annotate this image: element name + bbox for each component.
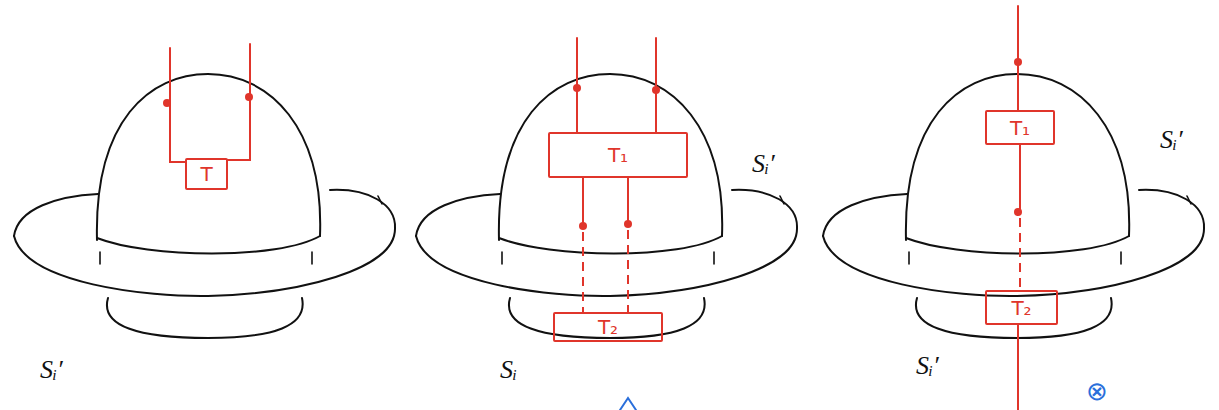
sketch-stroke [14,228,395,296]
sketch-stroke [1017,325,1019,410]
tangle-strand [627,178,629,312]
tangle-label: T [200,163,212,185]
sketch-stroke [170,48,186,162]
surface-label: Sᵢ′ [40,356,63,385]
intersection-dot [1014,58,1022,66]
tangle-strand [582,178,584,312]
sketch-stroke [823,194,907,236]
tangle-box: T₂ [985,290,1058,325]
sketch-stroke [502,196,784,264]
sketch-stroke [416,228,797,296]
sketch-stroke [97,236,320,254]
tangle-label: T₁ [1010,117,1030,139]
tangle-box: T [185,158,228,190]
sketch-stroke [823,228,1204,296]
tangle-box: T₁ [548,132,688,178]
surface-label: Sᵢ [500,356,517,385]
sketch-stroke [620,398,636,410]
sketch-stroke [499,236,722,254]
sketch-stroke [14,194,98,236]
sketch-stroke [97,74,320,240]
sketch-stroke [330,190,395,228]
sketch-stroke [227,44,250,160]
surface-label: Sᵢ′ [1160,126,1183,155]
sketch-stroke [1139,190,1204,228]
sketch-stroke [906,236,1129,254]
tangle-label: T₂ [598,316,618,338]
tangle-strand [1019,145,1021,290]
sketch-stroke [509,298,705,338]
sketch-stroke [416,194,500,236]
tangle-label: T₁ [608,144,628,166]
sketch-stroke [909,196,1191,264]
sketch-stroke [107,298,303,338]
intersection-dot [652,86,660,94]
sketch-stroke [655,38,657,132]
sketch-stroke [499,74,722,240]
tangle-box: T₂ [553,312,663,342]
sketch-stroke [100,196,382,264]
intersection-dot [245,93,253,101]
mark-symbol: ⊗ [1086,378,1108,407]
sketch-stroke [732,190,797,228]
surface-label: Sᵢ′ [752,150,775,179]
tangle-box: T₁ [985,110,1055,145]
intersection-dot [573,84,581,92]
tangle-label: T₂ [1011,297,1031,319]
intersection-dot [163,99,171,107]
surface-label: Sᵢ′ [916,352,939,381]
